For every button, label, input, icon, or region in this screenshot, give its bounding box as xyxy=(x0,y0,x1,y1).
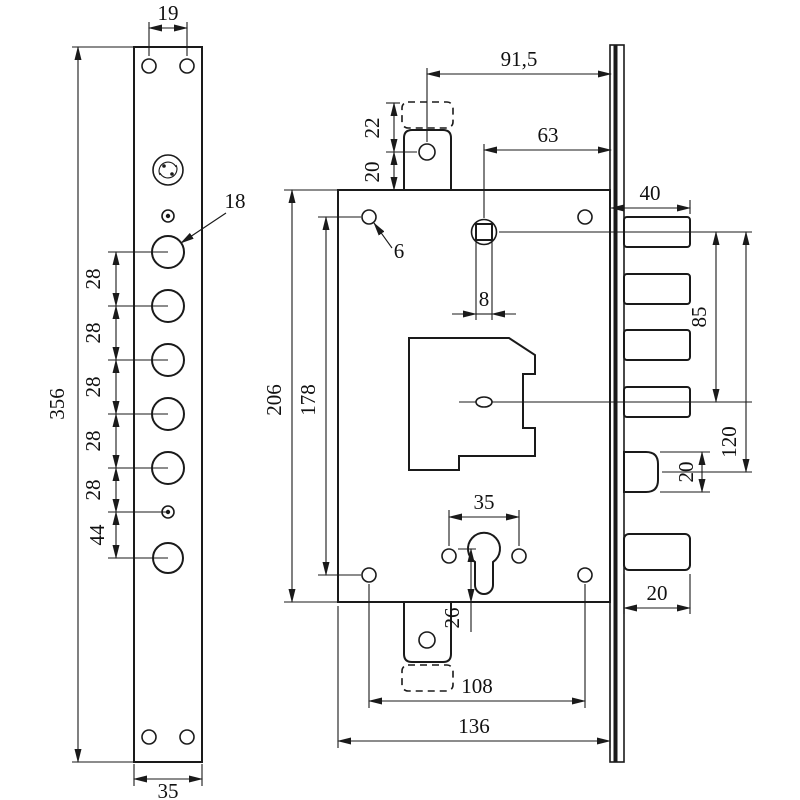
deadbolt-3 xyxy=(623,329,691,361)
body-fixing-hole xyxy=(361,567,377,583)
faceplate-screw-hole xyxy=(141,729,157,745)
dim-faceplate-length: 356 xyxy=(45,46,134,763)
spindle-hub xyxy=(470,218,498,246)
dim-fixing-span-horizontal: 108 xyxy=(368,584,586,708)
dim-label-fixing-span-vertical: 178 xyxy=(296,384,320,416)
dim-latch-height: 20 xyxy=(660,451,710,493)
dim-hole-pitch-chain: 28 28 28 28 28 44 xyxy=(81,251,168,559)
key-pin xyxy=(459,396,509,408)
dim-label-latch-height: 20 xyxy=(674,462,698,483)
dim-label-cap-to-hole: 22 xyxy=(360,118,384,139)
dim-label-lower-bolt-throw: 20 xyxy=(647,581,668,605)
dim-label-pitch-e: 28 xyxy=(81,480,105,501)
dim-label-pitch-c: 28 xyxy=(81,377,105,398)
cylinder-screw-hole xyxy=(441,548,457,564)
latch-bolt xyxy=(623,451,659,493)
body-fixing-hole xyxy=(577,567,593,583)
dim-label-hole-diameter: 18 xyxy=(225,189,246,213)
fixing-screw xyxy=(161,209,175,223)
dim-label-fixing-span-horizontal: 108 xyxy=(461,674,493,698)
dim-label-spindle-square: 8 xyxy=(479,287,490,311)
lock-body-view xyxy=(337,44,752,763)
dim-label-fixing-hole-diameter: 6 xyxy=(394,239,405,263)
dim-faceplate-width: 35 xyxy=(133,764,203,800)
dim-hole-diameter: 18 xyxy=(180,189,246,244)
dim-label-body-to-plate: 91,5 xyxy=(501,47,538,71)
dim-cylinder-screw-span: 35 xyxy=(448,490,520,546)
dim-cylinder-to-bottom: 26 xyxy=(440,548,476,632)
dim-label-cylinder-screw-span: 35 xyxy=(474,490,495,514)
body-fixing-hole xyxy=(577,209,593,225)
dim-label-cylinder-to-bottom: 26 xyxy=(440,608,464,629)
faceplate-dimensions: 19 18 28 28 28 28 28 44 xyxy=(45,1,246,800)
cylinder-screw-hole xyxy=(511,548,527,564)
dim-fixing-span-vertical: 178 xyxy=(296,216,361,576)
dim-label-pitch-b: 28 xyxy=(81,323,105,344)
cylinder-keyhole xyxy=(467,531,501,595)
dim-spindle-backset: 63 xyxy=(483,123,612,218)
dim-lower-bolt-throw: 20 xyxy=(623,574,691,614)
dim-bolt-group-span: 85 xyxy=(687,231,720,403)
deadbolt-2 xyxy=(623,273,691,305)
faceplate-screw-hole xyxy=(179,729,195,745)
dim-label-top-hole-pitch: 19 xyxy=(158,1,179,25)
dim-body-height: 206 xyxy=(262,189,338,603)
dim-label-bolt-group-span: 85 xyxy=(687,307,711,328)
mechanism-cutout xyxy=(408,337,536,471)
faceplate-screw-hole xyxy=(141,58,157,74)
body-dimensions: 91,5 63 40 22 20 6 206 xyxy=(262,47,750,748)
dim-label-hole-to-body: 20 xyxy=(360,162,384,183)
dim-top-hole-pitch: 19 xyxy=(148,1,188,56)
faceplate-screw-hole xyxy=(179,58,195,74)
dim-bolt-throw: 40 xyxy=(610,181,691,214)
lower-deadbolt xyxy=(623,533,691,571)
dim-fixing-hole-diameter: 6 xyxy=(373,222,405,263)
dim-label-pitch-f: 44 xyxy=(85,524,109,546)
dim-label-bolt-throw: 40 xyxy=(640,181,661,205)
tab-hole-bottom xyxy=(418,631,436,649)
dim-label-body-width: 136 xyxy=(458,714,490,738)
bottom-cap-dashed xyxy=(401,664,454,692)
dim-label-body-height: 206 xyxy=(262,384,286,416)
dim-label-faceplate-length: 356 xyxy=(45,388,69,420)
tab-hole-top xyxy=(418,143,436,161)
dim-label-spindle-backset: 63 xyxy=(538,123,559,147)
dim-tab-offsets: 22 20 xyxy=(360,102,417,191)
brand-emblem xyxy=(152,154,184,186)
dim-body-to-plate: 91,5 xyxy=(426,47,612,142)
dim-label-bolt-to-latch-span: 120 xyxy=(717,426,741,458)
dim-label-faceplate-width: 35 xyxy=(158,779,179,800)
faceplate-front-view xyxy=(133,46,203,763)
dim-bolt-to-latch-span: 120 xyxy=(717,231,750,473)
dim-label-pitch-d: 28 xyxy=(81,431,105,452)
dim-label-pitch-a: 28 xyxy=(81,269,105,290)
dim-spindle-square: 8 xyxy=(452,242,516,320)
dim-body-width: 136 xyxy=(337,606,611,748)
body-fixing-hole xyxy=(361,209,377,225)
